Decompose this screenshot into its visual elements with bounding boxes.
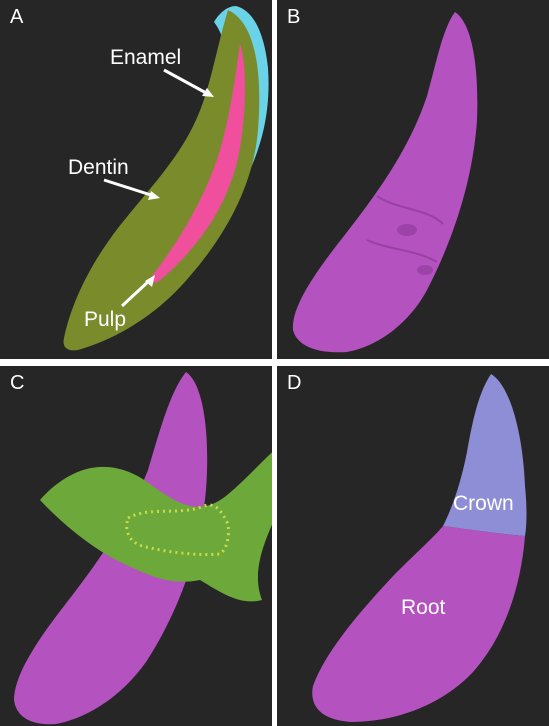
- panel-a: A Enamel Dentin Pulp: [0, 0, 272, 359]
- tooth-crown: [443, 374, 527, 536]
- panel-label-d: D: [287, 372, 302, 394]
- panel-label-a: A: [10, 6, 24, 28]
- tooth-root: [312, 526, 525, 722]
- panel-label-c: C: [10, 372, 25, 394]
- panel-d: D Crown Root: [277, 366, 549, 726]
- panel-b: B: [277, 0, 549, 359]
- cut-surface: [40, 452, 272, 602]
- panel-label-b: B: [287, 6, 301, 28]
- enamel-label: Enamel: [110, 46, 182, 69]
- tooth-surface-model: [292, 12, 478, 353]
- pulp-layer: [151, 44, 245, 283]
- cut-outline: [125, 503, 230, 556]
- tooth-cross-section: [63, 6, 269, 351]
- panel-c: C: [0, 366, 272, 726]
- tooth-body: [292, 12, 478, 353]
- dentin-label: Dentin: [68, 156, 129, 179]
- root-label: Root: [401, 596, 446, 619]
- tooth-crown-root-model: [312, 374, 527, 722]
- pulp-label: Pulp: [84, 308, 127, 331]
- tooth-with-cut-surface: [14, 372, 272, 725]
- crown-label: Crown: [453, 492, 514, 515]
